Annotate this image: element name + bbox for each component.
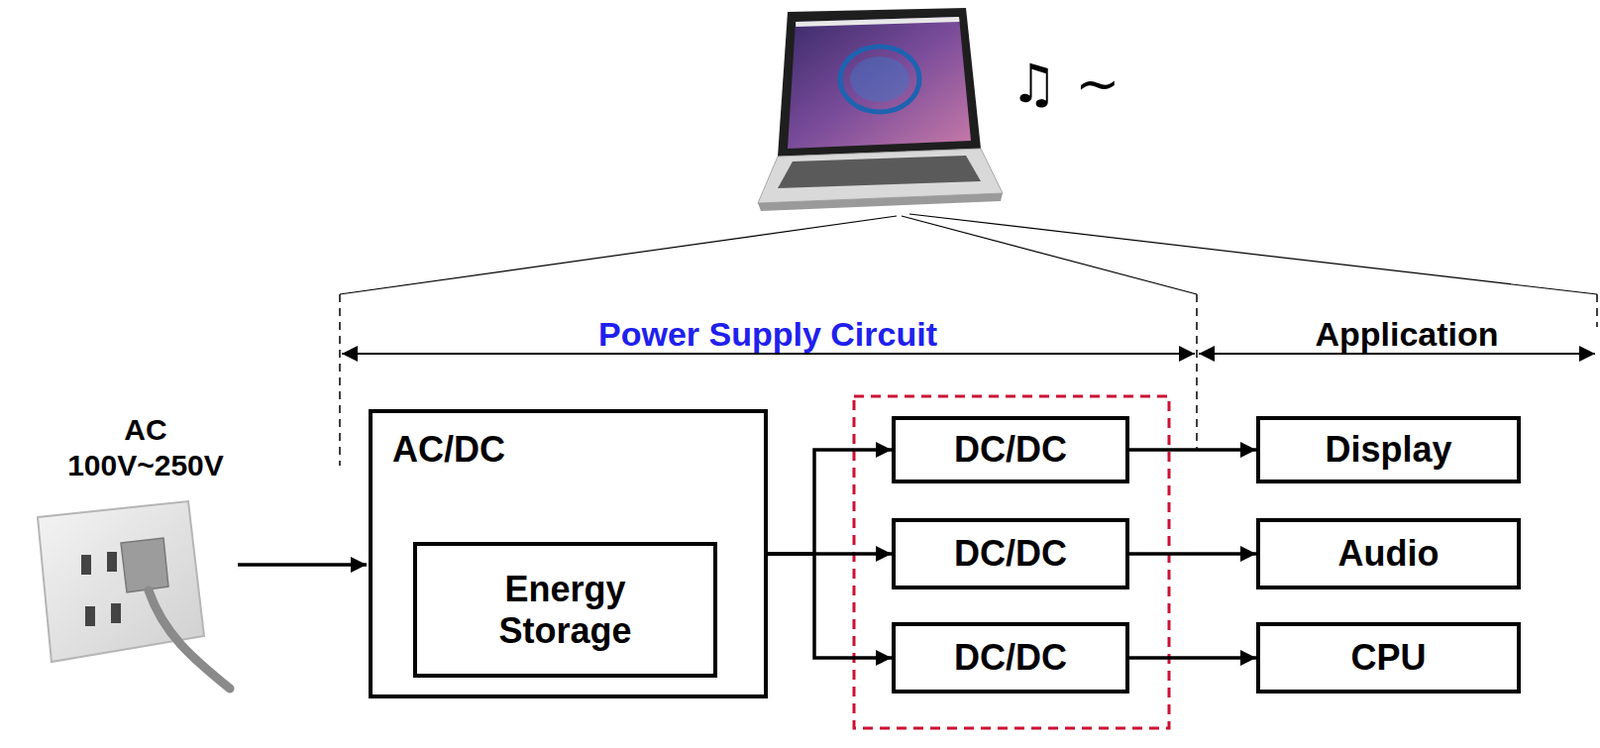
socket-slot <box>110 603 121 624</box>
divider-line <box>338 294 341 466</box>
plug-cord <box>148 590 230 689</box>
node-label: DC/DC <box>954 428 1067 470</box>
zoom-line <box>339 215 897 295</box>
plug-head <box>120 537 169 593</box>
converter-box: DC/DC <box>891 622 1130 694</box>
section-title: Application <box>1314 314 1498 355</box>
highlight-box <box>853 396 1170 729</box>
socket-slot <box>85 606 96 627</box>
socket-slot <box>106 551 117 572</box>
flow-arrow <box>1129 551 1257 556</box>
divider-line <box>1596 294 1599 327</box>
node-label: DC/DC <box>954 533 1067 574</box>
input-arrow <box>237 562 367 567</box>
menu-bar <box>795 16 960 27</box>
flow-arrow <box>1129 447 1257 452</box>
node-label: DC/DC <box>954 637 1067 678</box>
span-arrow <box>1198 352 1596 355</box>
section-title: Power Supply Circuit <box>598 314 938 355</box>
flow-arrow <box>1129 655 1257 660</box>
node-label: Energy Storage <box>461 568 670 651</box>
divider-line <box>1195 294 1198 451</box>
laptop-edge <box>757 193 1003 212</box>
span-arrow <box>341 352 1195 355</box>
node-label: CPU <box>1350 637 1426 678</box>
flow-arrow <box>767 449 892 554</box>
laptop-screen <box>787 16 971 149</box>
node-label: Display <box>1324 428 1452 470</box>
laptop-keyboard <box>777 155 981 189</box>
load-box: Audio <box>1256 518 1521 590</box>
converter-box: DC/DC <box>891 416 1130 484</box>
laptop-illustration <box>757 7 1003 212</box>
load-box: CPU <box>1256 622 1521 694</box>
input-voltage: AC 100V~250V <box>54 412 238 484</box>
music-note: ♫ ~ <box>1010 52 1121 117</box>
storage-box: Energy Storage <box>413 541 718 678</box>
node-label: Audio <box>1338 533 1440 574</box>
load-box: Display <box>1256 416 1521 484</box>
flow-arrow <box>767 553 892 658</box>
laptop-bezel <box>777 7 981 157</box>
node-label: AC/DC <box>392 428 506 470</box>
converter-box: DC/DC <box>891 518 1130 590</box>
logo-fill <box>850 56 910 103</box>
logo-ring <box>840 46 920 112</box>
zoom-line <box>901 215 1197 295</box>
outlet-illustration <box>37 501 230 689</box>
zoom-line <box>909 213 1598 295</box>
converter-box: AC/DC Energy Storage <box>368 409 768 699</box>
socket-slot <box>81 554 92 575</box>
